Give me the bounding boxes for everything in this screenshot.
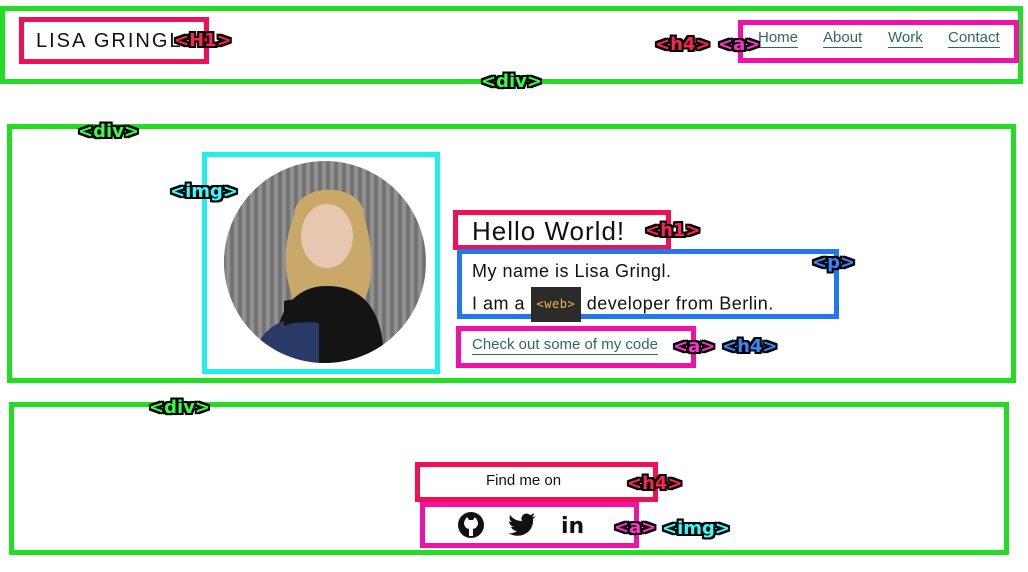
annotation-a-hero: <a> xyxy=(673,336,716,357)
github-icon xyxy=(458,512,484,538)
hero-img-outline xyxy=(202,152,440,374)
linkedin-link[interactable]: in xyxy=(558,511,588,539)
annotation-h1-header: <H1> xyxy=(174,30,232,51)
annotation-a-footer: <a> xyxy=(614,517,657,538)
annotation-img-hero: <img> xyxy=(170,181,238,202)
annotation-div-hero: <div> xyxy=(78,121,139,142)
hero-p-outline xyxy=(457,249,839,319)
footer-social-outline xyxy=(420,502,639,548)
annotation-img-footer: <img> xyxy=(662,518,730,539)
twitter-icon xyxy=(508,513,536,536)
twitter-link[interactable] xyxy=(508,511,538,539)
hero-h1-outline xyxy=(453,210,671,250)
nav-link-work[interactable]: Work xyxy=(888,29,923,48)
annotation-div-header: <div> xyxy=(481,71,542,92)
intro-line-2-pre: I am a xyxy=(472,293,526,314)
nav-link-home[interactable]: Home xyxy=(758,29,799,48)
find-me-heading: Find me on xyxy=(486,472,562,489)
profile-photo xyxy=(224,161,426,363)
nav-link-about[interactable]: About xyxy=(823,29,863,48)
annotation-a-header: <a> xyxy=(718,34,761,55)
header-h1-outline xyxy=(19,17,209,64)
hero-div-outline xyxy=(7,124,1016,383)
annotation-h4-footer: <h4> xyxy=(627,473,683,494)
site-brand-title: LISA GRINGL xyxy=(36,30,183,52)
annotation-h4-header: <h4> xyxy=(655,34,711,55)
annotation-p-hero: <p> xyxy=(812,252,856,273)
intro-line-1: My name is Lisa Gringl. xyxy=(472,261,672,281)
footer-div-outline xyxy=(9,402,1009,555)
web-code-badge: <web> xyxy=(530,287,582,322)
nav-link-contact[interactable]: Contact xyxy=(948,29,1000,48)
github-link[interactable] xyxy=(456,511,486,539)
intro-line-2-post: developer from Berlin. xyxy=(586,293,774,314)
profile-photo-figure xyxy=(254,189,384,363)
cta-code-link[interactable]: Check out some of my code xyxy=(472,336,658,355)
linkedin-icon-text: in xyxy=(561,514,584,539)
hero-cta-outline xyxy=(456,326,696,368)
hero-intro-paragraph: My name is Lisa Gringl. I am a <web> dev… xyxy=(472,256,774,322)
annotation-h4-hero: <h4> xyxy=(722,336,778,357)
annotation-div-footer: <div> xyxy=(149,397,210,418)
header-div-outline xyxy=(0,6,1023,84)
hero-heading: Hello World! xyxy=(472,216,626,246)
footer-h4-outline xyxy=(415,462,658,502)
annotation-h1-hero: <h1> xyxy=(645,220,701,241)
header-nav-outline xyxy=(738,20,1019,63)
linkedin-icon: in xyxy=(561,514,584,539)
